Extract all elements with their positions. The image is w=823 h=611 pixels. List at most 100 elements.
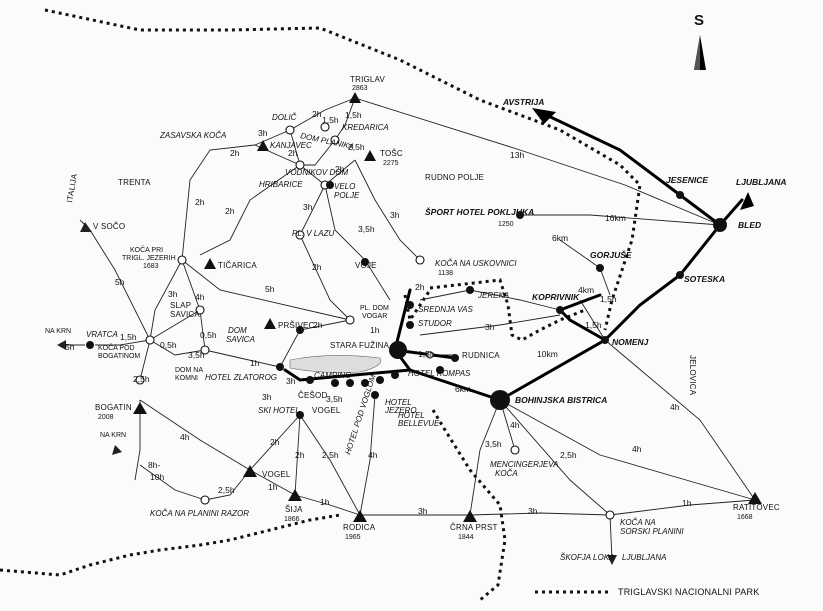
label-pl-dom: PL. DOM	[360, 305, 389, 312]
time-label: 3h	[485, 322, 495, 332]
prsivec-peak-icon	[264, 318, 276, 329]
label-koprivnik: KOPRIVNIK	[532, 292, 580, 302]
time-label: 2h	[195, 197, 205, 207]
time-label: 1h	[320, 497, 330, 507]
triglav-peak-icon	[349, 92, 361, 103]
label-camping: CAMPING	[314, 371, 351, 380]
label-ratitovec: RATITOVEC	[733, 503, 780, 512]
label-koca-pri-h: 1683	[143, 263, 159, 270]
label-savica: SAVICA	[170, 310, 200, 319]
time-label: 4h	[510, 420, 520, 430]
park-boundary-west	[0, 513, 341, 577]
region-rudno: RUDNO POLJE	[425, 173, 484, 182]
label-sport-hotel: ŠPORT HOTEL POKLJUKA	[425, 206, 534, 217]
time-label: 2h	[230, 148, 240, 158]
time-label: 2,5h	[218, 485, 235, 495]
label-hribarice: HRIBARICE	[259, 180, 303, 189]
time-label: 2,5h	[133, 374, 150, 384]
label-skofja-loka: ŠKOFJA LOKA	[560, 553, 614, 562]
rodica-peak-icon	[353, 510, 367, 522]
label-studor: STUDOR	[418, 319, 452, 328]
legend: TRIGLAVSKI NACIONALNI PARK	[535, 587, 759, 597]
region-italija: ITALIJA	[65, 173, 79, 204]
time-label: 1,5h	[345, 110, 362, 120]
time-label: 1,5h	[418, 349, 435, 359]
label-voje: VOJE	[355, 261, 377, 270]
time-label: 4h	[368, 450, 378, 460]
label-koca-sorski: KOČA NA	[620, 518, 656, 527]
lake-bohinj	[289, 355, 382, 373]
label-bohinjska: BOHINJSKA BISTRICA	[515, 395, 607, 405]
compass-icon: S	[694, 12, 706, 70]
time-label: 8h-	[148, 460, 160, 470]
nodes-filled	[86, 181, 727, 419]
label-avstrija: AVSTRIJA	[502, 97, 544, 107]
time-label: 3,5h	[326, 394, 343, 404]
time-label: 3,5h	[485, 439, 502, 449]
label-dom-savica: SAVICA	[226, 335, 255, 344]
label-koca-pod: KOČA POD	[98, 343, 135, 352]
label-koca-pri-2: TRIGL. JEZERIH	[122, 255, 176, 262]
time-label: 5h	[65, 342, 75, 352]
label-jereka: JEREKA	[477, 291, 509, 300]
label-v-soco: V SOČO	[93, 222, 125, 231]
time-label: 2,5h	[560, 450, 577, 460]
label-vogel-hotel: VOGEL	[312, 406, 341, 415]
label-sija-h: 1866	[284, 516, 300, 523]
time-label: 13h	[510, 150, 524, 160]
time-label: 2h	[225, 206, 235, 216]
time-label: 3h	[286, 376, 296, 386]
label-vratca: VRATCA	[86, 330, 118, 339]
time-label: 1h	[682, 498, 692, 508]
roads	[283, 110, 744, 402]
label-ski-hotel: SKI HOTEL	[258, 406, 300, 415]
label-bogatin-h: 2008	[98, 414, 114, 421]
label-ticarica: TIČARICA	[218, 261, 257, 270]
label-hotel-zlatorog: HOTEL ZLATOROG	[205, 373, 277, 382]
label-polje: POLJE	[334, 191, 360, 200]
time-label: 2h	[415, 282, 425, 292]
label-triglav-h: 2863	[352, 85, 368, 92]
label-cesod: ČEŠOD	[298, 391, 327, 400]
time-label: 2h	[312, 262, 322, 272]
kanjavec-peak-icon	[257, 140, 269, 151]
time-label: 3,5h	[358, 224, 375, 234]
label-rodica: RODICA	[343, 523, 376, 532]
time-label: 2,5h	[348, 142, 365, 152]
label-gorjuse: GORJUŠE	[590, 249, 632, 260]
time-label: 6km	[455, 384, 471, 394]
vogel-peak-icon	[243, 465, 257, 477]
label-crna-prst-h: 1844	[458, 534, 474, 541]
label-vogel: VOGEL	[262, 470, 291, 479]
time-label: 0,5h	[200, 330, 217, 340]
time-label: 4h	[670, 402, 680, 412]
label-dolic: DOLIČ	[272, 113, 297, 122]
time-label: 6km	[552, 233, 568, 243]
time-label: 2h	[295, 450, 305, 460]
park-boundary-south	[431, 409, 507, 602]
time-label: 1,5h	[322, 115, 339, 125]
label-uskovnica: KOČA NA USKOVNICI	[435, 259, 517, 268]
time-label: 2,5h	[322, 450, 339, 460]
time-label: 5h	[265, 284, 275, 294]
label-sport-hotel-h: 1250	[498, 221, 514, 228]
time-label: 2h	[335, 164, 345, 174]
label-rudnica: RUDNICA	[462, 351, 500, 360]
arrows	[57, 108, 754, 565]
road-labels: AVSTRIJA JESENICE LJUBLJANA BLED SOTESKA	[502, 97, 787, 284]
label-uskovnica-h: 1138	[438, 270, 453, 277]
label-vogar: VOGAR	[362, 313, 387, 320]
label-prsivec: PRŠIVEC	[278, 321, 315, 330]
label-hotel-jezero: HOTEL	[385, 398, 412, 407]
label-soteska: SOTESKA	[684, 274, 725, 284]
label-sija: ŠIJA	[285, 505, 303, 514]
label-na-krn: NA KRN	[45, 328, 71, 335]
time-label: 3h	[303, 202, 313, 212]
label-ljubljana: LJUBLJANA	[736, 177, 787, 187]
label-na-krn-2: NA KRN	[100, 432, 126, 439]
region-trenta: TRENTA	[118, 178, 151, 187]
time-labels: 2h 1,5h 1,5h 3h 2h 2h 2,5h 2h 13h 2h 2h …	[65, 109, 692, 516]
compass-label: S	[694, 12, 705, 29]
